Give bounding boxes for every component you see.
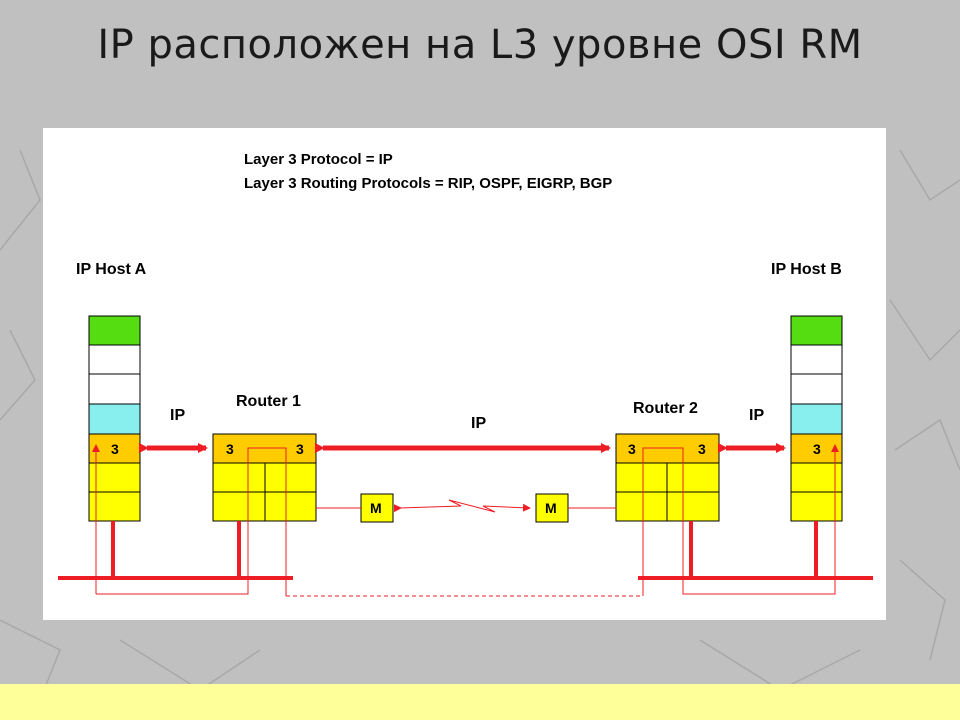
link-a-ip-label: IP xyxy=(170,407,185,424)
header-protocol-text: Layer 3 Protocol = IP xyxy=(244,151,393,168)
host-a-label: IP Host A xyxy=(76,261,147,278)
link-b-ip-label: IP xyxy=(749,407,764,424)
host-b-layer3-number: 3 xyxy=(813,441,821,457)
modem-1: M xyxy=(360,493,394,523)
host-a-stack xyxy=(88,315,141,522)
slide-title: IP расположен на L3 уровне OSI RM xyxy=(97,22,863,68)
router1-layer3-right: 3 xyxy=(296,441,304,457)
host-b-stack xyxy=(790,315,843,522)
router2-layer3-right: 3 xyxy=(698,441,706,457)
diagram-panel: Layer 3 Protocol = IP Layer 3 Routing Pr… xyxy=(43,128,886,620)
host-a-layer3-number: 3 xyxy=(111,441,119,457)
router1-label: Router 1 xyxy=(236,393,301,410)
lan-buses xyxy=(58,521,873,580)
link-core-ip-label: IP xyxy=(471,415,486,432)
router2-box xyxy=(615,433,720,522)
network-diagram: Layer 3 Protocol = IP Layer 3 Routing Pr… xyxy=(58,151,873,597)
router2-layer3-left: 3 xyxy=(628,441,636,457)
modem-2: M xyxy=(535,493,569,523)
modem-2-label: M xyxy=(545,500,557,516)
packet-path xyxy=(92,444,839,597)
host-b-label: IP Host B xyxy=(771,261,842,278)
header-routing-text: Layer 3 Routing Protocols = RIP, OSPF, E… xyxy=(244,175,612,192)
router1-layer3-left: 3 xyxy=(226,441,234,457)
router2-label: Router 2 xyxy=(633,400,698,417)
router1-box xyxy=(212,433,317,522)
modem-links xyxy=(316,499,616,513)
modem-1-label: M xyxy=(370,500,382,516)
footer-bar xyxy=(0,684,960,720)
